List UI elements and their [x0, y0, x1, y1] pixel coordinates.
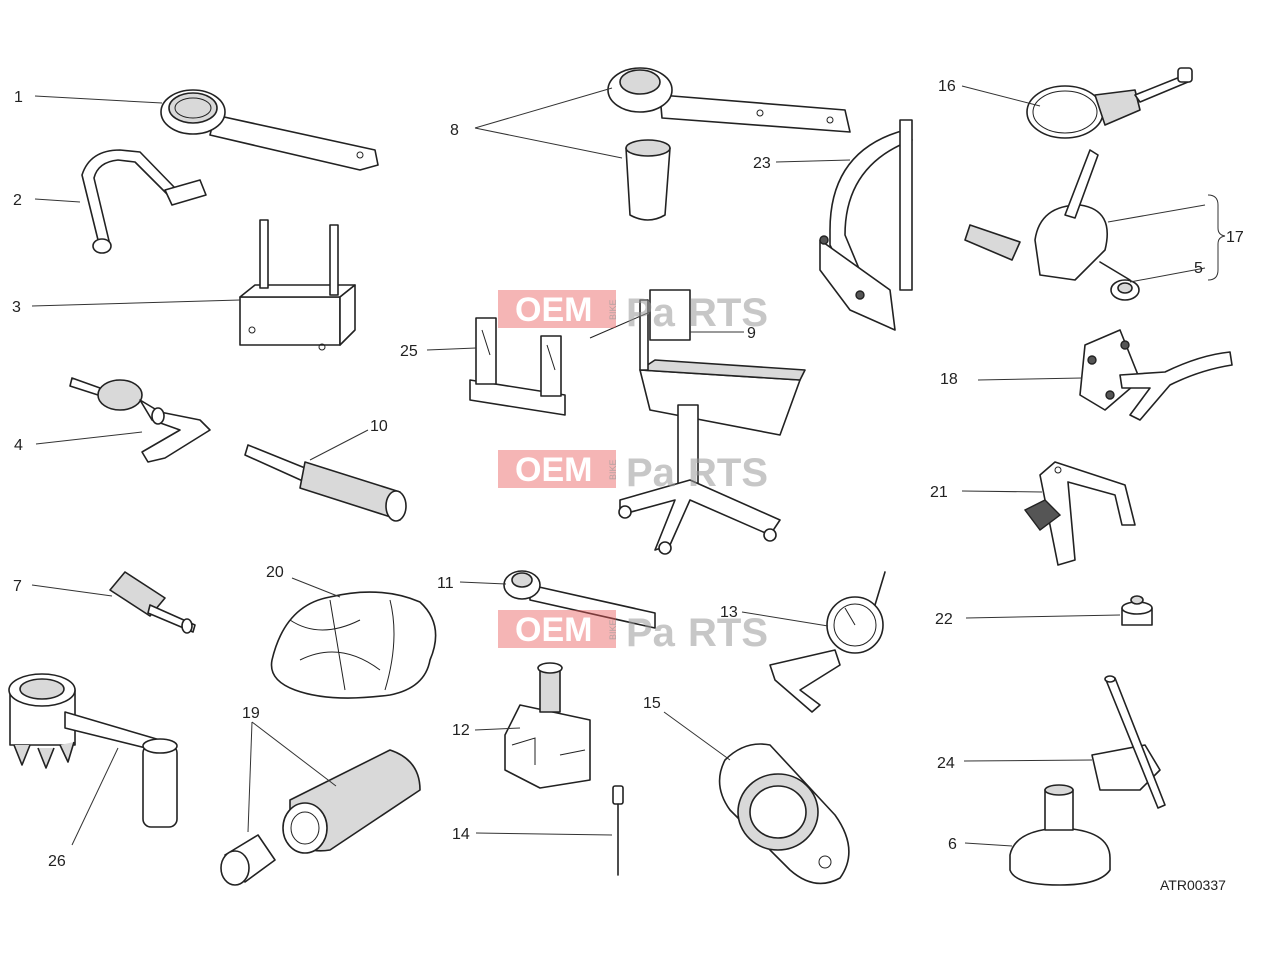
callout-10: 10: [370, 418, 388, 435]
part-13-dial-gauge: [769, 571, 886, 713]
callout-16: 16: [938, 78, 956, 95]
part-2-bent-rod: [81, 149, 207, 254]
callout-23: 23: [753, 155, 771, 172]
part-26-sleeve-handle: [8, 673, 178, 828]
part-23-arc-support: [819, 119, 913, 331]
part-11-pin-spanner: [503, 570, 656, 629]
watermark-2: OEM BIKE Pa RTS: [498, 450, 768, 495]
callout-5: 5: [1194, 260, 1203, 277]
watermark-1: OEM BIKE Pa RTS: [498, 290, 768, 335]
watermark-bike: BIKE: [608, 459, 618, 480]
callout-18: 18: [940, 371, 958, 388]
part-4-t-handle-puller: [69, 377, 211, 463]
callout-12: 12: [452, 722, 470, 739]
watermark-rts: RTS: [688, 451, 768, 495]
part-3-stud-plate: [239, 219, 356, 351]
part-20-plastic-bag: [270, 591, 437, 699]
callout-2: 2: [13, 192, 22, 209]
part-25-fork-frame: [469, 317, 566, 416]
callout-15: 15: [643, 695, 661, 712]
part-12-puller-body: [504, 662, 591, 789]
part-21-bracket: [1023, 461, 1136, 566]
callout-20: 20: [266, 564, 284, 581]
callout-24: 24: [937, 755, 955, 772]
watermark-3: OEM BIKE Pa RTS: [498, 610, 768, 655]
callout-6: 6: [948, 836, 957, 853]
watermark-rts: RTS: [688, 291, 768, 335]
watermark-bike: BIKE: [608, 619, 618, 640]
watermark-pa: Pa: [626, 451, 676, 495]
callout-4: 4: [14, 437, 23, 454]
callout-14: 14: [452, 826, 470, 843]
callout-3: 3: [12, 299, 21, 316]
callout-26: 26: [48, 853, 66, 870]
watermark-oem: OEM: [515, 611, 592, 649]
part-1-ring-spanner: [160, 89, 379, 171]
part-17-timing-tool: [964, 149, 1131, 281]
callout-9: 9: [747, 325, 756, 342]
part-22-nut: [1121, 595, 1153, 626]
callout-13: 13: [720, 604, 738, 621]
part-19-grip-sleeve: [220, 749, 421, 886]
part-5-adapter: [1110, 279, 1140, 301]
part-8-pin-spanner: [607, 67, 851, 221]
part-16-strap-wrench: [1026, 67, 1193, 139]
callout-22: 22: [935, 611, 953, 628]
watermark-oem: OEM: [515, 291, 592, 329]
part-15-splined-holder: [718, 743, 850, 885]
callout-21: 21: [930, 484, 948, 501]
watermark-pa: Pa: [626, 291, 676, 335]
watermark-oem: OEM: [515, 451, 592, 489]
callout-19: 19: [242, 705, 260, 722]
part-7-knurled-pin: [109, 571, 196, 634]
drawing-code: ATR00337: [1160, 877, 1226, 893]
part-9-engine-stand: [589, 289, 806, 555]
watermark-rts: RTS: [688, 611, 768, 655]
callout-25: 25: [400, 343, 418, 360]
part-6-base-tool: [1009, 784, 1111, 886]
part-24-clamp-rod: [1091, 675, 1166, 809]
watermark-pa: Pa: [626, 611, 676, 655]
part-10-knurled-punch: [244, 444, 407, 522]
part-18-plate-puller: [1079, 329, 1233, 421]
part-14-pin: [612, 785, 624, 876]
callout-8: 8: [450, 122, 459, 139]
watermark-bike: BIKE: [608, 299, 618, 320]
callout-1: 1: [14, 89, 23, 106]
callout-11: 11: [437, 575, 454, 592]
callout-7: 7: [13, 578, 22, 595]
callout-17: 17: [1226, 229, 1244, 246]
